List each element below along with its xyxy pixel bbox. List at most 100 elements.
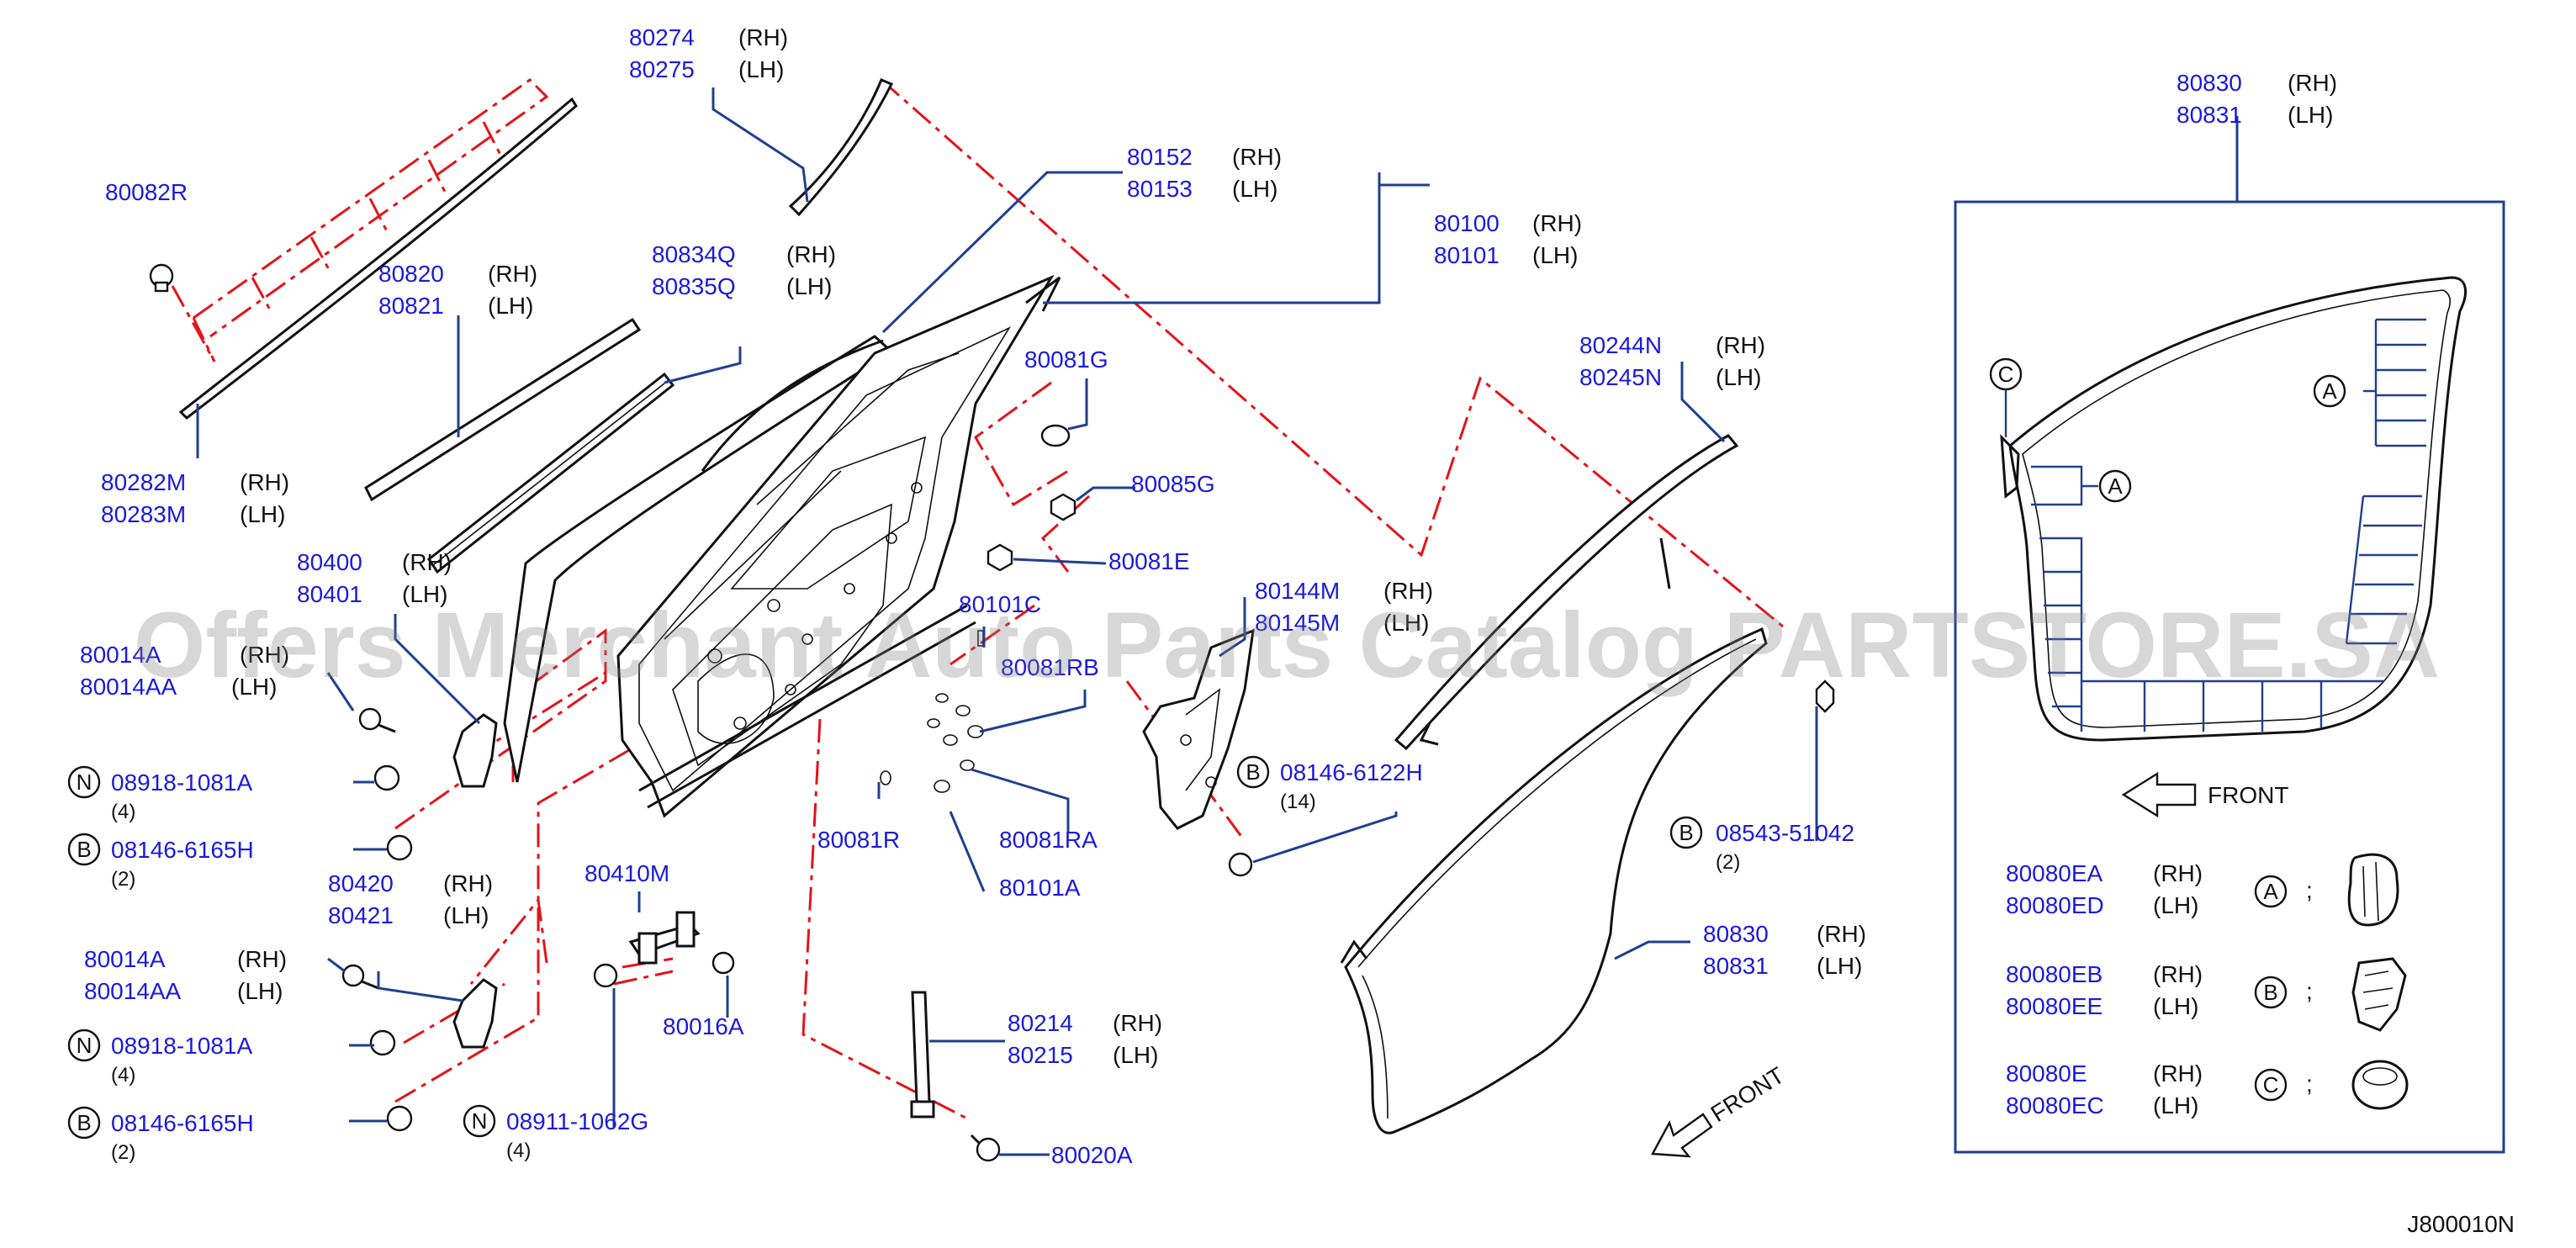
callout-80101C[interactable]: 80101C bbox=[959, 591, 1041, 617]
clip-80081G-part[interactable] bbox=[1040, 424, 1071, 447]
svg-text:B: B bbox=[77, 1110, 91, 1135]
bolt-80020A-part[interactable] bbox=[976, 1137, 1001, 1162]
svg-text:80821: 80821 bbox=[378, 293, 444, 319]
svg-text:(RH): (RH) bbox=[1532, 210, 1582, 236]
svg-text:80421: 80421 bbox=[328, 902, 394, 928]
callout-80420[interactable]: 80420 (RH) 80421 (LH) bbox=[328, 870, 493, 928]
callout-80144M[interactable]: 80144M (RH) 80145M (LH) bbox=[1255, 578, 1433, 636]
callout-80081RA[interactable]: 80081RA bbox=[999, 827, 1098, 853]
front-arrow-icon bbox=[1651, 1113, 1713, 1158]
clip-80085G-part[interactable] bbox=[1050, 493, 1076, 521]
part-line-art bbox=[149, 78, 1835, 1162]
svg-text:80420: 80420 bbox=[328, 870, 394, 896]
regulator-bracket-part[interactable] bbox=[1142, 628, 1255, 830]
callout-80082R[interactable]: 80082R bbox=[105, 179, 188, 205]
fastener-08146-6122H[interactable]: B 08146-6122H (14) bbox=[1236, 755, 1423, 813]
svg-text:80244N: 80244N bbox=[1579, 332, 1662, 358]
sash-weatherstrip-part[interactable] bbox=[1394, 434, 1739, 751]
fastener-08918-top[interactable]: N 08918-1081A (4) bbox=[67, 765, 252, 823]
fastener-callouts: N 08918-1081A (4) B 08146-6165H (2) N 08… bbox=[67, 755, 1854, 1164]
clip-80081E-part[interactable] bbox=[986, 543, 1013, 572]
fastener-08911[interactable]: N 08911-1062G (4) bbox=[463, 1104, 648, 1162]
callout-80081RB[interactable]: 80081RB bbox=[1001, 654, 1099, 680]
svg-text:08146-6122H: 08146-6122H bbox=[1280, 759, 1423, 785]
callout-80081G[interactable]: 80081G bbox=[1024, 346, 1108, 373]
svg-text:80282M: 80282M bbox=[101, 469, 186, 495]
svg-text:N: N bbox=[472, 1108, 488, 1134]
callout-80014A-top[interactable]: 80014A (RH) 80014AA (LH) bbox=[80, 642, 289, 700]
callout-80152[interactable]: 80152 (RH) 80153 (LH) bbox=[1127, 144, 1282, 202]
svg-text:(RH): (RH) bbox=[2153, 1060, 2203, 1087]
svg-text:80834Q: 80834Q bbox=[652, 241, 736, 267]
svg-text:(LH): (LH) bbox=[488, 293, 533, 319]
callout-80244N[interactable]: 80244N (RH) 80245N (LH) bbox=[1579, 332, 1765, 390]
svg-text:(14): (14) bbox=[1280, 791, 1316, 813]
callout-80014A-bottom[interactable]: 80014A (RH) 80014AA (LH) bbox=[84, 946, 287, 1004]
front-arrow-main: FRONT bbox=[1651, 1062, 1789, 1158]
svg-text:80080E: 80080E bbox=[2006, 1060, 2087, 1087]
callout-80214[interactable]: 80214 (RH) 80215 (LH) bbox=[1008, 1010, 1162, 1068]
svg-text:80245N: 80245N bbox=[1579, 364, 1662, 390]
callout-80282M[interactable]: 80282M (RH) 80283M (LH) bbox=[101, 469, 289, 527]
svg-text:(LH): (LH) bbox=[2153, 993, 2198, 1019]
svg-text:(LH): (LH) bbox=[240, 501, 285, 527]
callout-80274[interactable]: 80274 (RH) 80275 (LH) bbox=[629, 24, 788, 82]
callout-80410M[interactable]: 80410M bbox=[584, 860, 669, 886]
callout-80101A[interactable]: 80101A bbox=[999, 875, 1081, 901]
svg-text:(4): (4) bbox=[111, 1064, 135, 1087]
callout-80100[interactable]: 80100 (RH) 80101 (LH) bbox=[1434, 210, 1582, 268]
fastener-08146-bottom[interactable]: B 08146-6165H (2) bbox=[67, 1106, 254, 1164]
svg-text:80014AA: 80014AA bbox=[80, 674, 177, 700]
watermark: Offers Merchant Auto Parts Catalog PARTS… bbox=[134, 594, 2440, 697]
drip-moulding-part[interactable] bbox=[178, 97, 578, 420]
fastener-08543[interactable]: B 08543-51042 (2) bbox=[1669, 816, 1854, 874]
legend-C[interactable]: 80080E (RH) 80080EC (LH) C ; bbox=[2006, 1060, 2409, 1118]
svg-text:(LH): (LH) bbox=[402, 581, 447, 607]
svg-text:B: B bbox=[1246, 759, 1260, 785]
fastener-08146-top[interactable]: B 08146-6165H (2) bbox=[67, 833, 254, 891]
svg-text:A: A bbox=[2263, 879, 2278, 904]
svg-text:08918-1081A: 08918-1081A bbox=[111, 1033, 252, 1059]
svg-text:B: B bbox=[1679, 820, 1693, 845]
clip-08543-part[interactable] bbox=[1815, 680, 1835, 713]
callout-80834Q[interactable]: 80834Q (RH) 80835Q (LH) bbox=[652, 241, 836, 299]
callout-80820[interactable]: 80820 (RH) 80821 (LH) bbox=[378, 261, 537, 319]
garnish-strip-part[interactable] bbox=[911, 991, 931, 1103]
legend-A[interactable]: 80080EA (RH) 80080ED (LH) A ; bbox=[2006, 853, 2399, 927]
inner-weatherstrip-part[interactable] bbox=[364, 317, 642, 502]
svg-text:80014A: 80014A bbox=[80, 642, 161, 668]
svg-text:08146-6165H: 08146-6165H bbox=[111, 837, 254, 863]
svg-text:80085G: 80085G bbox=[1131, 471, 1215, 497]
callout-80020A[interactable]: 80020A bbox=[1051, 1142, 1133, 1168]
callout-80081E[interactable]: 80081E bbox=[1108, 548, 1190, 574]
svg-text:08911-1062G: 08911-1062G bbox=[506, 1108, 648, 1134]
detail-marker-a2[interactable]: A bbox=[2098, 469, 2132, 503]
callout-80830-main[interactable]: 80830 (RH) 80831 (LH) bbox=[1703, 921, 1866, 979]
svg-text:(RH): (RH) bbox=[488, 261, 537, 287]
detail-marker-a1[interactable]: A bbox=[2313, 374, 2346, 408]
door-weatherstrip-part[interactable] bbox=[1344, 627, 1768, 1134]
detail-marker-c[interactable]: C bbox=[1989, 357, 2023, 437]
legend-B[interactable]: 80080EB (RH) 80080EE (LH) B ; bbox=[2006, 957, 2407, 1032]
callout-80830-box[interactable]: 80830 (RH) 80831 (LH) bbox=[2177, 70, 2337, 128]
svg-text:80100: 80100 bbox=[1434, 210, 1500, 236]
callout-80081R[interactable]: 80081R bbox=[817, 827, 900, 853]
svg-text:(4): (4) bbox=[506, 1140, 531, 1162]
svg-text:80101C: 80101C bbox=[959, 591, 1041, 617]
sash-cover-part[interactable] bbox=[788, 78, 894, 217]
svg-text:(LH): (LH) bbox=[2153, 1092, 2198, 1118]
svg-text:80144M: 80144M bbox=[1255, 578, 1340, 604]
svg-text:(LH): (LH) bbox=[1716, 364, 1761, 390]
svg-text:(RH): (RH) bbox=[1232, 144, 1282, 170]
svg-text:80081E: 80081E bbox=[1108, 548, 1190, 574]
svg-text:08543-51042: 08543-51042 bbox=[1716, 820, 1854, 846]
detail-weatherstrip[interactable] bbox=[2008, 276, 2468, 742]
svg-text:80080EB: 80080EB bbox=[2006, 961, 2103, 987]
callout-80016A[interactable]: 80016A bbox=[663, 1013, 744, 1039]
hinge-upper-part[interactable] bbox=[452, 713, 498, 788]
callout-80400[interactable]: 80400 (RH) 80401 (LH) bbox=[297, 549, 452, 607]
fastener-08918-bottom[interactable]: N 08918-1081A (4) bbox=[67, 1029, 252, 1087]
hinge-lower-part[interactable] bbox=[452, 978, 498, 1049]
callout-80085G[interactable]: 80085G bbox=[1131, 471, 1215, 497]
